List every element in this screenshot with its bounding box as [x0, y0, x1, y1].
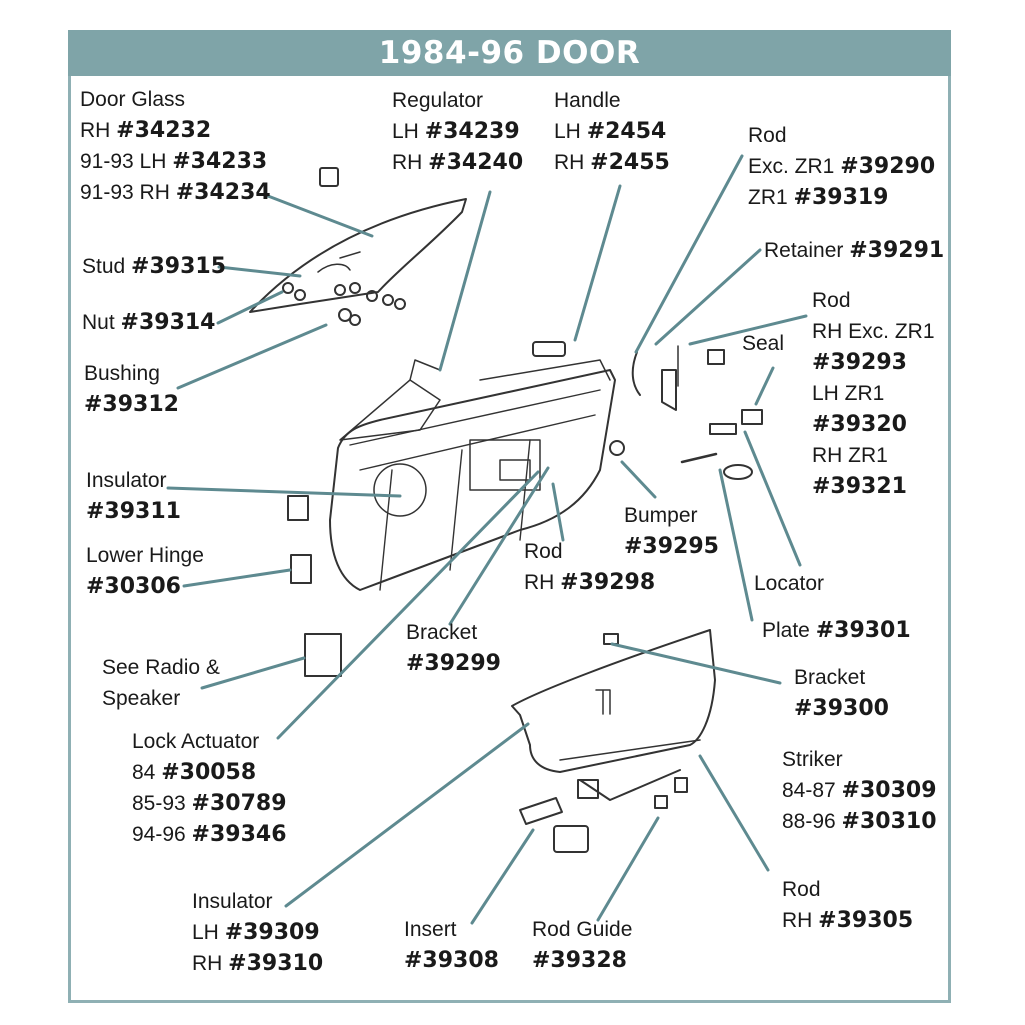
seal-part	[741, 409, 763, 425]
label-lock-actuator: Lock Actuator 84 #30058 85-93 #30789 94-…	[132, 730, 287, 847]
label-bumper: Bumper#39295	[624, 504, 719, 559]
diagram-frame	[68, 30, 951, 1003]
label-door-glass: Door Glass RH #34232 91-93 LH #34233 91-…	[80, 88, 271, 205]
label-bracket-mid: Bracket#39299	[406, 621, 501, 676]
leader-lines	[166, 154, 808, 925]
insulator-part	[287, 495, 309, 521]
label-rod-right: Rod RH Exc. ZR1 #39293 LH ZR1 #39320 RH …	[812, 289, 935, 499]
label-bracket-right: Bracket#39300	[794, 666, 889, 721]
trim-panel	[511, 629, 716, 773]
label-rod-guide: Rod Guide#39328	[532, 918, 633, 973]
label-handle: Handle LH #2454 RH #2455	[554, 89, 670, 175]
label-rod-top: Rod Exc. ZR1 #39290 ZR1 #39319	[748, 124, 936, 210]
label-regulator: Regulator LH #34239 RH #34240	[392, 89, 524, 175]
label-bushing: Bushing#39312	[84, 362, 179, 417]
label-seal: Seal	[742, 332, 785, 355]
insert-part	[553, 825, 589, 853]
label-plate: Plate #39301	[762, 618, 911, 643]
rod-part	[631, 351, 641, 396]
label-rod-bottom: Rod RH #39305	[782, 878, 914, 933]
label-insert: Insert#39308	[404, 918, 499, 973]
retainer-part	[707, 349, 725, 365]
label-insulator-bottom: Insulator LH #39309 RH #39310	[192, 890, 324, 976]
door-glass-part	[249, 198, 467, 313]
latch-part	[661, 369, 677, 411]
rod-right-part	[709, 423, 737, 435]
label-lower-hinge: Lower Hinge#30306	[86, 544, 204, 599]
insulator-bottom-part	[519, 797, 563, 825]
label-insulator-top: Insulator#39311	[86, 469, 181, 524]
radio-speaker-part	[304, 633, 342, 677]
label-locator: Locator	[754, 572, 825, 595]
label-retainer: Retainer #39291	[764, 238, 945, 263]
stud-nut-parts	[282, 282, 406, 326]
label-striker: Striker 84-87 #30309 88-96 #30310	[782, 748, 937, 834]
door-inner-panel	[329, 369, 616, 591]
striker-part	[579, 769, 681, 801]
bumper-part	[609, 440, 625, 456]
label-rod-mid: Rod RH #39298	[524, 540, 656, 595]
plate-part	[723, 464, 753, 480]
clip-part	[319, 167, 339, 187]
bracket-part	[603, 633, 619, 645]
lower-hinge-part	[290, 554, 312, 584]
diagram-title: 1984-96 DOOR	[68, 30, 951, 76]
handle-part	[532, 341, 566, 357]
label-nut: Nut #39314	[82, 310, 216, 335]
label-radio-speaker: See Radio &Speaker	[102, 656, 220, 710]
label-stud: Stud #39315	[82, 254, 227, 279]
